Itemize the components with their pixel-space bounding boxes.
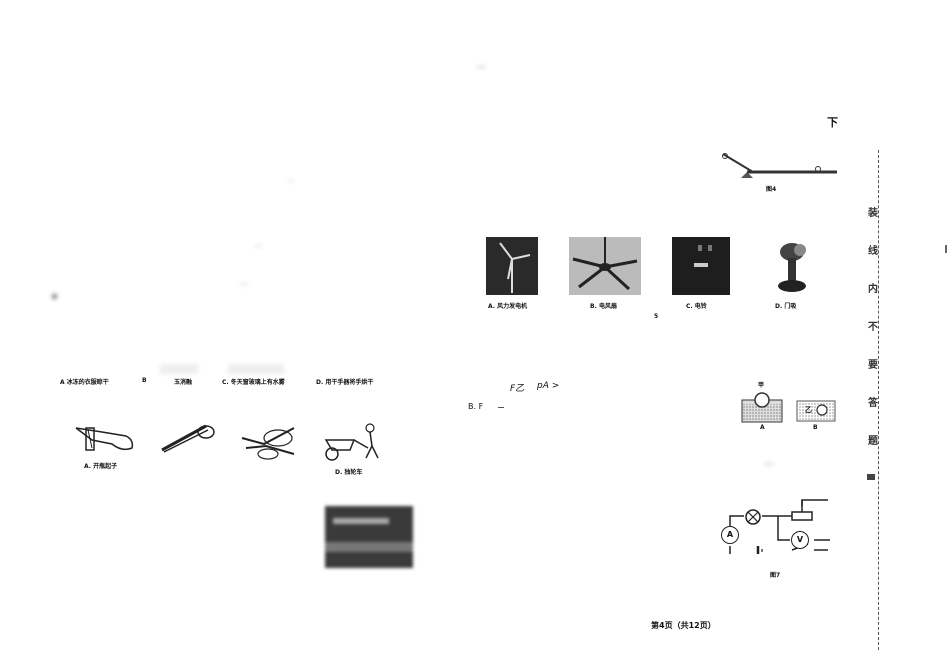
photo-d-caption: D. 门吸: [775, 303, 797, 310]
side-mark: [867, 474, 875, 480]
smudge: [240, 283, 248, 285]
voltmeter-label: V: [796, 535, 804, 544]
formula-f: F乙: [510, 384, 525, 394]
door-stopper-photo-icon: [778, 243, 806, 292]
buoy-label-b: B: [813, 424, 818, 431]
tool-a-caption: A. 开瓶起子: [84, 463, 118, 470]
ceiling-fan-photo-icon: [572, 237, 638, 291]
page-number: 第4页（共12页）: [651, 621, 716, 630]
electric-bell-photo-icon: [694, 245, 712, 267]
side-char: 线: [868, 246, 878, 257]
wheelbarrow-drawing-icon: [324, 423, 379, 461]
voltmeter-symbol: V: [791, 531, 809, 549]
smudge: [288, 180, 294, 182]
figure-4-lever: [722, 153, 837, 178]
figure-7-caption: 图7: [770, 572, 781, 579]
formula-p: pA >: [537, 381, 560, 391]
figure-4-caption: 图4: [766, 186, 777, 193]
smudge: [52, 294, 57, 299]
buoy-diagram-b: [796, 400, 836, 422]
wind-turbine-photo-icon: [499, 242, 531, 293]
blurred-photo: [325, 506, 413, 568]
option-a: A 冰冻的衣服晾干: [60, 379, 109, 386]
side-char: 装: [868, 208, 878, 219]
side-char: 答: [868, 398, 878, 409]
lamp-icon: [745, 509, 761, 525]
buoy-label-jia: 甲: [758, 382, 765, 389]
ammeter-symbol: A: [721, 526, 739, 544]
question-number: 5: [654, 313, 659, 320]
photo-a: [486, 237, 538, 295]
tweezers-drawing-icon: [161, 424, 215, 453]
option-b-label: B: [142, 377, 147, 384]
smudge: [476, 66, 486, 68]
smudge: [254, 245, 262, 247]
corner-char: 下: [827, 116, 838, 129]
photo-b-caption: B. 电风扇: [590, 303, 617, 310]
side-char: 题: [868, 436, 878, 447]
side-char: 内: [868, 284, 878, 295]
bottle-opener-drawing-icon: [75, 427, 134, 451]
tool-d-caption: D. 独轮车: [335, 469, 363, 476]
photo-a-caption: A. 风力发电机: [488, 303, 528, 310]
buoy-label-a: A: [760, 424, 765, 431]
side-char: 要: [868, 360, 878, 371]
photo-b: [569, 237, 641, 295]
option-c: C. 冬天窗玻璃上有水雾: [222, 379, 285, 386]
binding-line: [878, 150, 879, 650]
option-b-text: 玉消融: [174, 379, 193, 386]
dash: [498, 407, 504, 408]
blurred-text: [160, 364, 198, 374]
buoy-label-yi: 乙: [805, 406, 812, 414]
buoy-diagram-a: [741, 392, 783, 423]
photo-c: [672, 237, 730, 295]
edge-mark: [945, 245, 947, 253]
photo-d: [770, 240, 812, 294]
ammeter-label: A: [726, 530, 734, 539]
smudge: [764, 463, 774, 465]
option-bf: B. F: [468, 402, 484, 411]
option-d: D. 用干手器将手烘干: [316, 379, 374, 386]
photo-c-caption: C. 电铃: [686, 303, 707, 310]
side-char: 不: [868, 322, 878, 333]
pliers-drawing-icon: [241, 427, 295, 460]
blurred-text: [228, 364, 284, 374]
